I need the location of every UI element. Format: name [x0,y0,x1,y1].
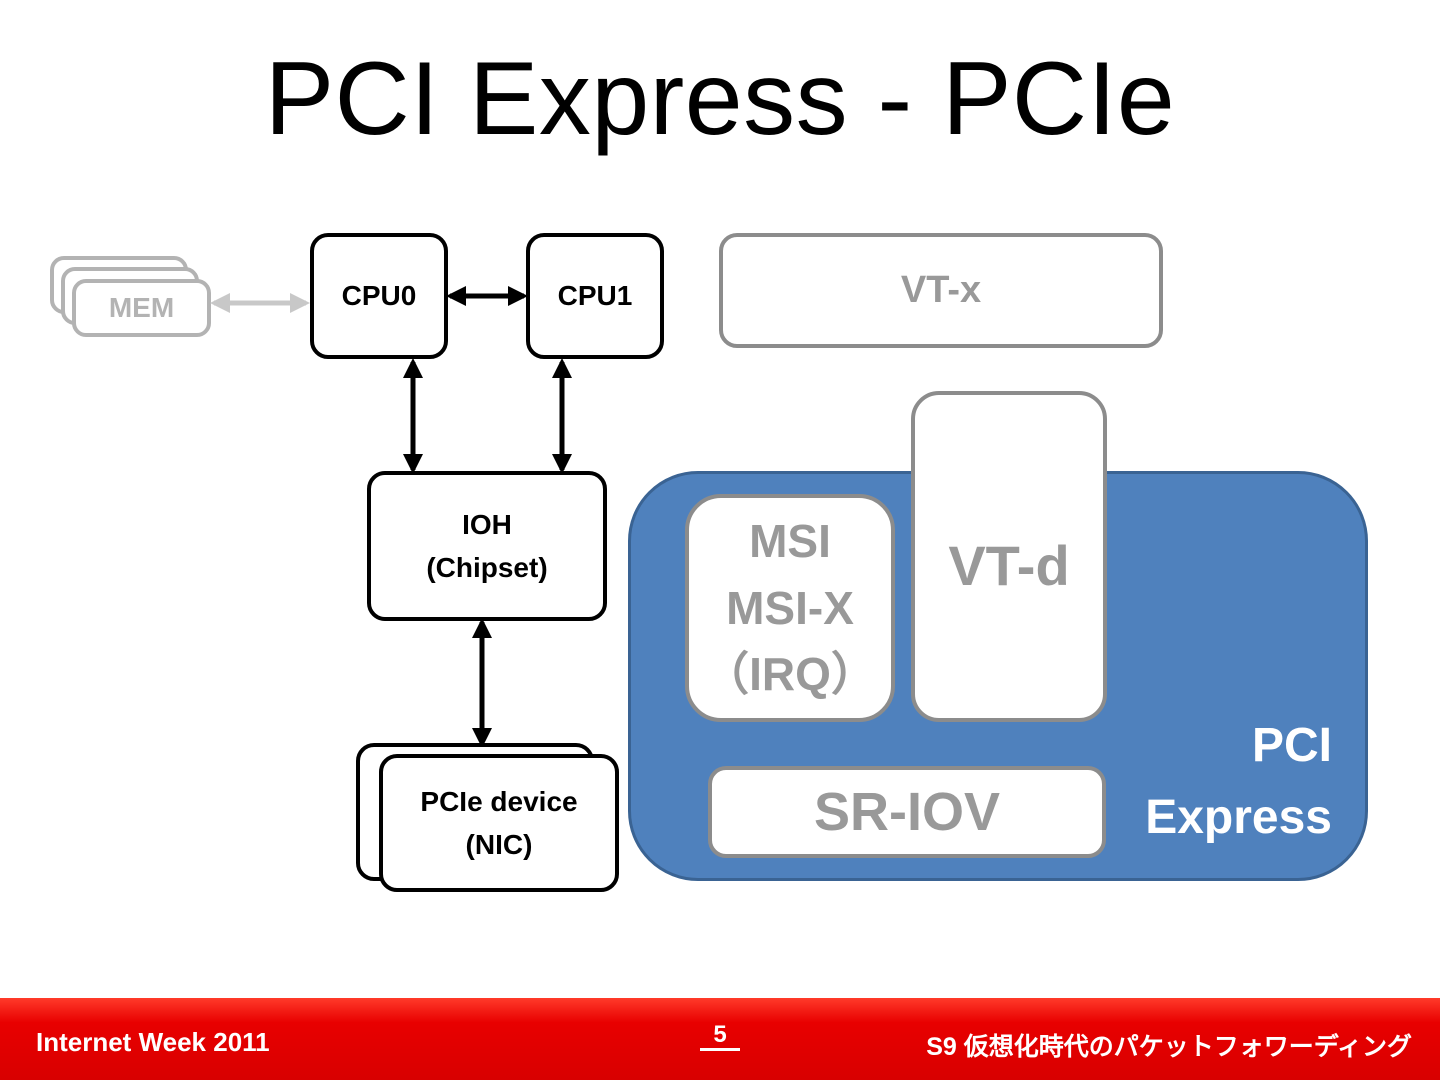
mem-box: MEM [72,279,211,337]
sriov-label: SR-IOV [813,782,1001,842]
page-number: 5 [700,1022,740,1051]
msi-box: MSI MSI-X （IRQ） [685,494,895,722]
cpu1-box: CPU1 [526,233,664,359]
vtx-label: VT-x [900,269,982,311]
vtd-box: VT-d [911,391,1107,722]
pcie-device-box: PCIe device (NIC) [379,754,619,892]
cpu1-label: CPU1 [557,280,633,312]
msi-label: MSI MSI-X （IRQ） [703,514,877,701]
footer-right-text: S9 仮想化時代のパケットフォワーディング [926,1033,1412,1061]
ioh-box: IOH (Chipset) [367,471,607,621]
slide-title: PCI Express - PCIe [264,41,1176,157]
pcie-device-label: PCIe device (NIC) [420,785,578,860]
vtd-label: VT-d [948,534,1070,597]
footer-bar [0,998,1440,1080]
ioh-label: IOH (Chipset) [426,508,548,583]
mem-label: MEM [108,292,175,323]
footer-left-text: Internet Week 2011 [36,1027,270,1057]
pci-express-label: PCI Express [1145,719,1332,844]
cpu0-label: CPU0 [341,280,417,312]
vtx-box: VT-x [719,233,1163,348]
cpu0-box: CPU0 [310,233,448,359]
sriov-box: SR-IOV [708,766,1106,858]
